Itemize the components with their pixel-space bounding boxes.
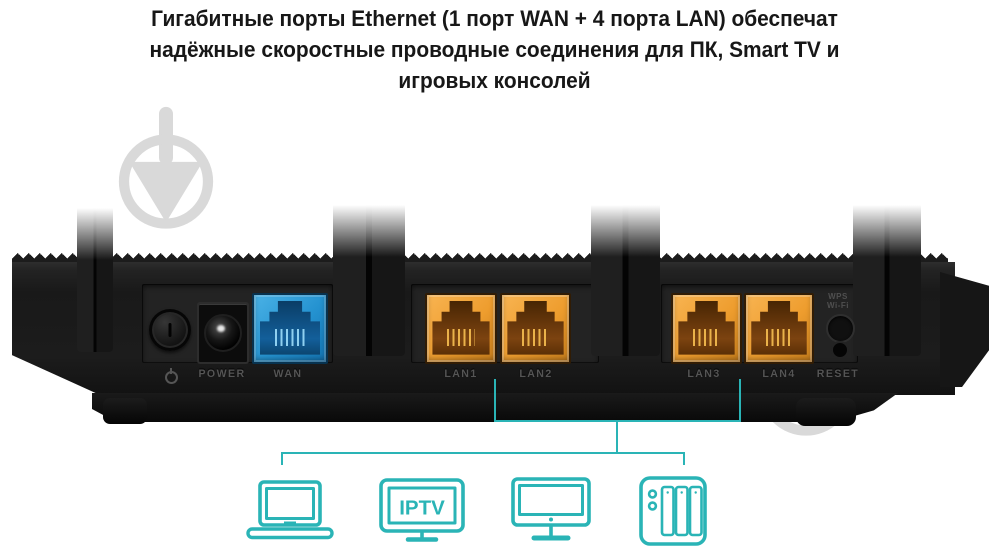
dc-jack-hole	[204, 314, 242, 352]
antenna	[591, 205, 660, 356]
headline-line-2: надёжные скоростные проводные соединения…	[149, 37, 840, 62]
headline: Гигабитные порты Ethernet (1 порт WAN + …	[25, 3, 965, 96]
wps-label-line1: WPS	[828, 292, 848, 301]
rj45-pins	[275, 328, 305, 347]
rj45-cavity	[678, 301, 735, 355]
game-console-icon	[638, 475, 708, 547]
rj45-cavity	[751, 301, 807, 355]
highlight	[217, 325, 225, 332]
connector-line	[739, 379, 741, 422]
antenna	[853, 205, 921, 356]
rj45-pins	[765, 328, 793, 347]
lan1-port	[425, 293, 497, 364]
rj45-pins	[521, 328, 550, 347]
power-button-line	[168, 323, 172, 337]
connector-line	[683, 452, 685, 465]
watermark-icon	[118, 106, 214, 229]
power-label: POWER	[198, 368, 246, 380]
router-right-end	[940, 272, 989, 387]
wan-port	[252, 293, 328, 364]
rj45-pins	[692, 328, 721, 347]
vent-teeth	[12, 253, 948, 263]
iptv-text: IPTV	[399, 497, 445, 520]
reset-button	[831, 341, 849, 359]
dc-power-jack	[197, 302, 249, 364]
reset-label: RESET	[816, 368, 860, 380]
antenna	[333, 205, 405, 356]
wps-wifi-button	[826, 314, 855, 343]
wps-label-line2: Wi-Fi	[827, 301, 849, 310]
connector-line	[281, 452, 283, 465]
connector-line	[616, 420, 618, 454]
headline-line-1: Гигабитные порты Ethernet (1 порт WAN + …	[151, 6, 838, 31]
rj45-cavity	[432, 301, 490, 355]
lan3-port	[671, 293, 742, 364]
lan2-label: LAN2	[519, 368, 553, 380]
connector-line	[281, 452, 685, 454]
connector-line	[494, 379, 496, 422]
lan3-label: LAN3	[687, 368, 721, 380]
router-foot	[103, 398, 147, 424]
lan4-port	[744, 293, 814, 364]
rj45-cavity	[507, 301, 564, 355]
wps-wifi-label: WPS Wi-Fi	[827, 292, 849, 310]
rj45-cavity	[259, 301, 321, 355]
power-button	[149, 309, 191, 351]
iptv-box-icon: IPTV	[378, 477, 466, 543]
wan-label: WAN	[273, 368, 303, 380]
headline-line-3: игровых консолей	[398, 68, 591, 93]
router-foot	[796, 398, 856, 426]
laptop-icon	[245, 479, 335, 541]
power-icon	[164, 368, 178, 384]
tv-icon	[510, 476, 592, 544]
lan2-port	[500, 293, 571, 364]
lan4-label: LAN4	[762, 368, 796, 380]
lan1-label: LAN1	[444, 368, 478, 380]
rj45-pins	[447, 328, 475, 347]
antenna	[77, 208, 113, 352]
